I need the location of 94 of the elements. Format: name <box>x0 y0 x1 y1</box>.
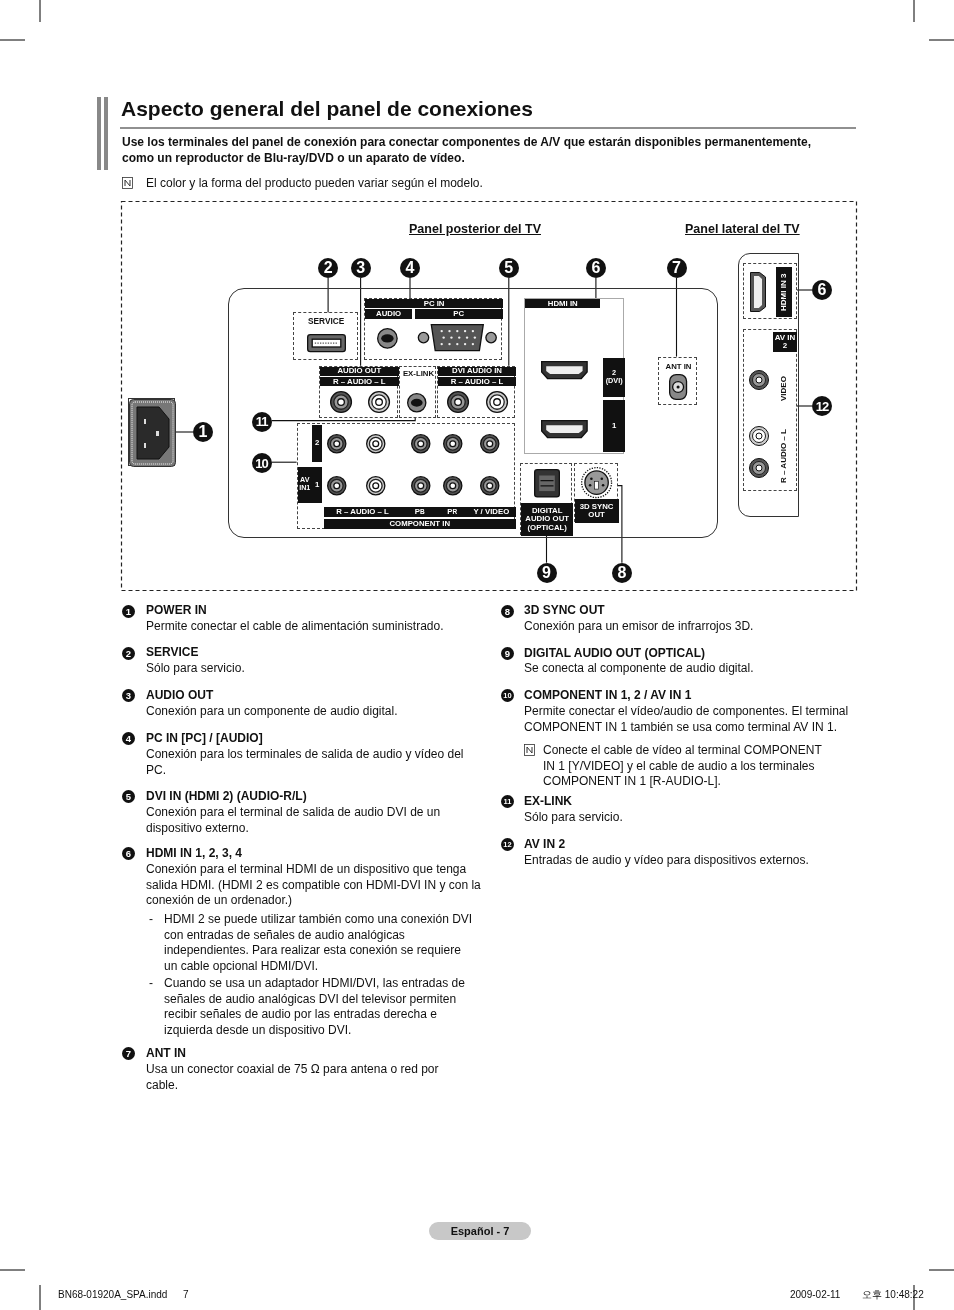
callout-number: 6 <box>585 258 606 278</box>
leader-line <box>617 485 623 564</box>
description-text: Sólo para servicio. <box>146 661 246 677</box>
port-group <box>296 422 515 530</box>
port-label: VIDEO <box>777 375 789 404</box>
item-heading: HDMI IN 1, 2, 3, 4 <box>146 846 244 862</box>
item-number: 2 <box>122 647 135 660</box>
description-text: Entradas de audio y vídeo para dispositivos externos. <box>524 853 810 869</box>
leader-line <box>675 277 678 358</box>
port-label: SERVICE <box>307 316 346 328</box>
leader-line <box>508 277 510 367</box>
item-number: 3 <box>122 689 135 702</box>
description-text: Sólo para servicio. <box>524 810 624 826</box>
print-info: 7 <box>183 1289 189 1301</box>
power-socket-icon <box>128 398 175 466</box>
leader-line <box>595 277 597 299</box>
callout-number: 1 <box>193 422 213 442</box>
port-group <box>292 312 358 361</box>
description-text: Usa un conector coaxial de 75 Ω para antena o red por cable. <box>146 1062 440 1093</box>
leader-line <box>796 405 813 407</box>
callout-number: 6 <box>812 280 832 300</box>
callout-number: 11 <box>251 411 272 432</box>
callout-number: 10 <box>251 453 272 474</box>
item-heading: DVI IN (HDMI 2) (AUDIO-R/L) <box>146 789 308 805</box>
callout-number: 8 <box>611 562 632 583</box>
print-info: 2009-02-11 <box>790 1289 841 1301</box>
port-label: AV IN 2 <box>773 332 797 352</box>
port-group <box>573 463 618 522</box>
callout-number: 2 <box>318 258 339 278</box>
port-group <box>743 329 797 491</box>
port-group <box>437 365 515 418</box>
item-heading: ANT IN <box>146 1046 187 1062</box>
port-group <box>399 365 436 418</box>
item-heading: AUDIO OUT <box>146 688 215 704</box>
port-group <box>318 365 398 418</box>
intro-text: Use los terminales del panel de conexión para conectar componentes de A/V que estarán disponibles permanentemente, como un reproductor de Blu-ray/DVD o un aparato de vídeo. <box>122 135 813 166</box>
callout-number: 7 <box>666 258 687 278</box>
leader-line <box>545 534 548 564</box>
print-info: BN68-01920A_SPA.indd <box>58 1289 168 1301</box>
leader-line <box>409 277 411 299</box>
leader-line <box>174 431 194 433</box>
item-heading: PC IN [PC] / [AUDIO] <box>146 731 264 747</box>
item-heading: 3D SYNC OUT <box>524 603 606 619</box>
item-heading: COMPONENT IN 1, 2 / AV IN 1 <box>524 688 693 704</box>
callout-number: 4 <box>400 258 420 278</box>
print-info: 오후 10:48:22 <box>862 1289 924 1301</box>
item-number: 4 <box>122 732 135 745</box>
description-text: Conexión para un componente de audio digital. <box>146 704 399 720</box>
item-number: 7 <box>122 1047 135 1060</box>
page-title: Aspecto general del panel de conexiones <box>121 96 533 122</box>
leader-line <box>796 289 813 291</box>
item-number: 9 <box>501 647 514 660</box>
side-panel <box>738 253 799 517</box>
callout-number: 12 <box>812 396 832 416</box>
port-label: R – AUDIO – L <box>777 428 789 485</box>
callout-number: 3 <box>350 258 371 278</box>
port-label: HDMI IN 3 <box>776 267 792 317</box>
port-group <box>524 298 625 455</box>
item-number: 5 <box>122 790 135 803</box>
item-number: 1 <box>122 605 135 618</box>
description-text: Conexión para el terminal de salida de audio DVI de un dispositivo externo. <box>146 805 442 836</box>
leader-line <box>270 417 416 422</box>
callout-number: 5 <box>498 258 519 278</box>
list-dash: - <box>149 912 154 928</box>
description-text: Cuando se usa un adaptador HDMI/DVI, las entradas de señales de audio analógicas DVI del televisor permiten recibir señales de audio por las entradas derecha e izquierda desde un dispositivo DVI. <box>164 976 466 1038</box>
description-text: Conecte el cable de vídeo al terminal COMPONENT IN 1 [Y/VIDEO] y el cable de audio a los terminales COMPONENT IN 1 [R-AUDIO-L]. <box>543 743 823 790</box>
leader-line <box>270 461 298 463</box>
port-group <box>520 463 573 535</box>
page-number: Español - 7 <box>429 1222 531 1240</box>
item-heading: SERVICE <box>146 645 200 661</box>
description-text: HDMI 2 se puede utilizar también como una conexión DVI con entradas de señales de audio analógicas independientes. Para realizar esta conexión se requiere un cable opcional HDMI/DVI. <box>164 912 474 974</box>
description-text: El color y la forma del producto pueden variar según el modelo. <box>146 176 484 192</box>
item-heading: AV IN 2 <box>524 837 567 853</box>
panel-heading: Panel lateral del TV <box>685 222 800 238</box>
item-heading: POWER IN <box>146 603 208 619</box>
description-text: Conexión para el terminal HDMI de un dispositivo que tenga salida HDMI. (HDMI 2 es compatible con HDMI-DVI IN y con la conexión de un ordenador.) <box>146 862 481 909</box>
item-number: 8 <box>501 605 514 618</box>
list-dash: - <box>149 976 154 992</box>
description-text: Permite conectar el cable de alimentación suministrado. <box>146 619 445 635</box>
back-panel <box>228 288 719 538</box>
leader-line <box>327 277 329 313</box>
description-text: Se conecta al componente de audio digital. <box>524 661 755 677</box>
item-number: 6 <box>122 847 135 860</box>
leader-line <box>360 277 362 367</box>
item-heading: EX-LINK <box>524 794 573 810</box>
port-group <box>743 263 797 319</box>
item-heading: DIGITAL AUDIO OUT (OPTICAL) <box>524 646 707 662</box>
port-group <box>364 298 502 361</box>
panel-heading: Panel posterior del TV <box>409 222 541 238</box>
description-text: Conexión para los terminales de salida de audio y vídeo del PC. <box>146 747 465 778</box>
description-text: Permite conectar el vídeo/audio de componentes. El terminal COMPONENT IN 1 también se usa como terminal AV IN 1. <box>524 704 850 735</box>
port-group <box>658 356 697 405</box>
callout-number: 9 <box>536 562 557 583</box>
description-text: Conexión para un emisor de infrarrojos 3D. <box>524 619 755 635</box>
